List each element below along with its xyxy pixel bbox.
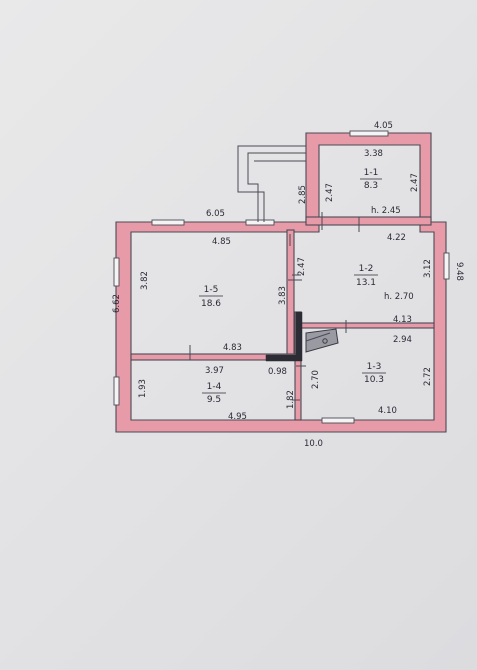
door-marks (189, 212, 360, 401)
dim-2.72: 2.72 (423, 367, 433, 386)
dim-2.47-a: 2.47 (325, 183, 335, 202)
wall-1-2-left (286, 229, 295, 356)
dim-4.95: 4.95 (228, 412, 247, 422)
dim-3.82: 3.82 (140, 271, 150, 290)
room-area: 18.6 (201, 299, 221, 309)
room-area: 13.1 (356, 278, 376, 288)
room-1-5: 1-5 18.6 (199, 285, 223, 309)
window-top-mid (245, 219, 275, 226)
dim-4.22: 4.22 (387, 233, 406, 243)
porch-outline (237, 145, 306, 222)
stove-dot (322, 338, 328, 344)
porch-inner (247, 152, 306, 222)
dim-3.83: 3.83 (278, 286, 288, 305)
window-top-left (151, 219, 185, 226)
height-label-2: h. 2.70 (384, 292, 414, 302)
window-bottom (321, 417, 355, 424)
exterior-wall (115, 132, 447, 433)
dim-2.47-c: 2.47 (297, 257, 307, 276)
dim-4.83: 4.83 (223, 343, 242, 353)
stove-line (305, 332, 331, 342)
room-id: 1-3 (367, 362, 382, 372)
dim-3.97: 3.97 (205, 366, 224, 376)
height-label-1: h. 2.45 (371, 206, 401, 216)
dim-3.38: 3.38 (364, 149, 383, 159)
room-1-4: 1-4 9.5 (202, 382, 226, 405)
room-area: 10.3 (364, 375, 384, 385)
room-1-1: 1-1 8.3 (360, 168, 382, 191)
wall-1-2-bottom (300, 322, 435, 329)
room-area: 9.5 (207, 395, 221, 405)
dim-2.70-v: 2.70 (311, 370, 321, 389)
dim-1.82: 1.82 (286, 390, 296, 409)
window-right (443, 252, 450, 280)
dim-10.0: 10.0 (304, 439, 323, 449)
room-1-2: 1-2 13.1 (354, 264, 378, 288)
window-top-1-1 (349, 130, 389, 137)
dim-2.94: 2.94 (393, 335, 412, 345)
window-left-upper (113, 257, 120, 287)
room-1-3: 1-3 10.3 (362, 362, 386, 385)
dim-6.62: 6.62 (112, 294, 122, 313)
room-id: 1-2 (359, 264, 374, 274)
dim-0.98: 0.98 (268, 367, 287, 377)
dim-4.05: 4.05 (374, 121, 393, 131)
dim-4.10: 4.10 (378, 406, 397, 416)
room-area: 8.3 (364, 181, 378, 191)
dim-2.85: 2.85 (298, 185, 308, 204)
column (265, 311, 303, 362)
room-id: 1-4 (207, 382, 222, 392)
dim-6.05: 6.05 (206, 209, 225, 219)
dim-2.47-b: 2.47 (410, 173, 420, 192)
window-left-lower (113, 376, 120, 406)
dim-1.93: 1.93 (138, 379, 148, 398)
dim-9.48: 9.48 (454, 262, 464, 281)
room-id: 1-1 (364, 168, 379, 178)
room-id: 1-5 (204, 285, 219, 295)
dim-4.85: 4.85 (212, 237, 231, 247)
stove (305, 328, 339, 353)
dim-3.12: 3.12 (423, 259, 433, 278)
wall-1-1-bottom (305, 216, 432, 226)
dim-4.13: 4.13 (393, 315, 412, 325)
